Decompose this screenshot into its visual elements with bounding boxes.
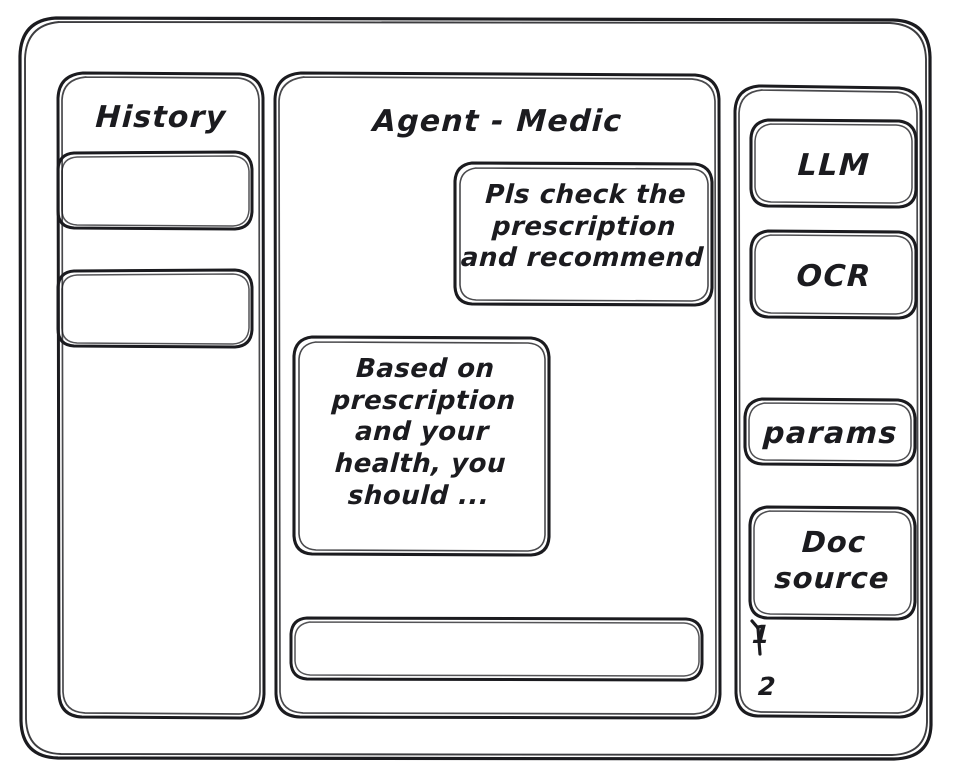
assistant-message-text: Based on prescription and your health, y…	[330, 354, 517, 511]
doc-source-item-1[interactable]: 1	[751, 620, 771, 649]
tool-ocr-button[interactable]: OCR	[751, 231, 917, 319]
doc-source-button[interactable]: Doc source	[750, 507, 916, 620]
tool-llm-label: LLM	[796, 148, 872, 183]
history-panel-title: History	[94, 100, 228, 135]
composer-input[interactable]	[291, 618, 703, 681]
page-title: Agent - Medic	[371, 104, 624, 139]
doc-source-item-2[interactable]: 2	[757, 672, 777, 701]
message-bubble-user: Pls check the prescription and recommend	[455, 163, 713, 306]
tool-ocr-label: OCR	[795, 259, 873, 294]
message-bubble-assistant: Based on prescription and your health, y…	[294, 337, 550, 556]
user-message-text: Pls check the prescription and recommend	[460, 180, 705, 274]
tool-llm-button[interactable]: LLM	[751, 120, 917, 208]
tool-params-label: params	[762, 416, 899, 451]
tool-params-button[interactable]: params	[745, 399, 916, 466]
sidebar-item-history-2[interactable]	[58, 270, 253, 347]
doc-source-label: Doc source	[773, 525, 891, 596]
sidebar-item-history-1[interactable]	[58, 152, 253, 229]
